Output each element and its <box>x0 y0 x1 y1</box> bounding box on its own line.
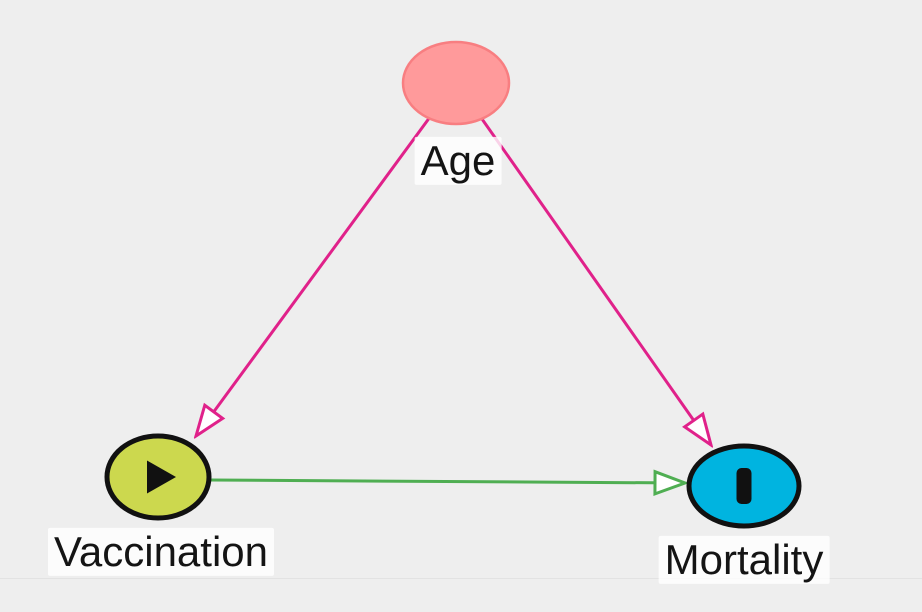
node-mortality[interactable] <box>686 443 802 529</box>
outcome-i-bar-icon <box>736 468 752 504</box>
node-layer <box>104 40 802 529</box>
node-age-ellipse[interactable] <box>401 40 511 126</box>
canvas-divider-line <box>0 578 922 579</box>
edge-age-mortality[interactable] <box>480 118 711 445</box>
edge-vaccination-mortality[interactable] <box>209 480 685 483</box>
node-label-mortality[interactable]: Mortality <box>658 535 830 585</box>
exposure-play-icon <box>147 460 176 494</box>
node-label-age[interactable]: Age <box>414 136 502 186</box>
edge-layer <box>196 116 711 483</box>
node-vaccination[interactable] <box>104 433 212 521</box>
node-label-vaccination[interactable]: Vaccination <box>47 527 275 577</box>
node-age[interactable] <box>401 40 511 126</box>
edge-age-vaccination[interactable] <box>196 116 432 436</box>
